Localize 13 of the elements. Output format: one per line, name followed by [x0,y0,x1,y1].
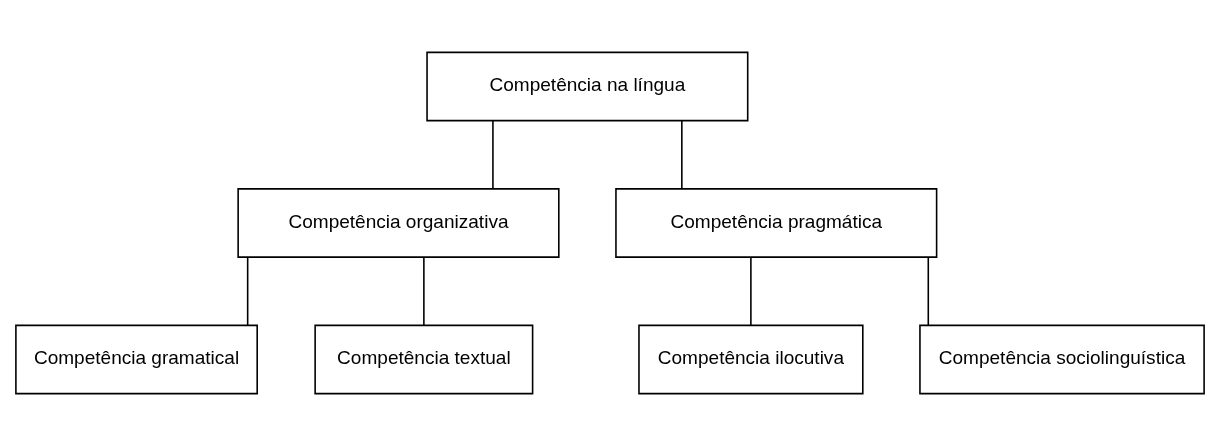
connector [750,256,752,326]
connector [423,256,425,326]
node-box: Competência sociolinguística [919,324,1205,395]
node-box: Competência organizativa [237,188,560,258]
node-box: Competência na língua [426,51,749,122]
node-box: Competência pragmática [615,188,938,258]
connector [681,120,683,190]
node-box: Competência ilocutiva [638,324,864,395]
connector [492,120,494,190]
connector [927,256,930,326]
node-box: Competência gramatical [15,324,258,395]
node-box: Competência textual [314,324,534,395]
connector [246,256,249,326]
